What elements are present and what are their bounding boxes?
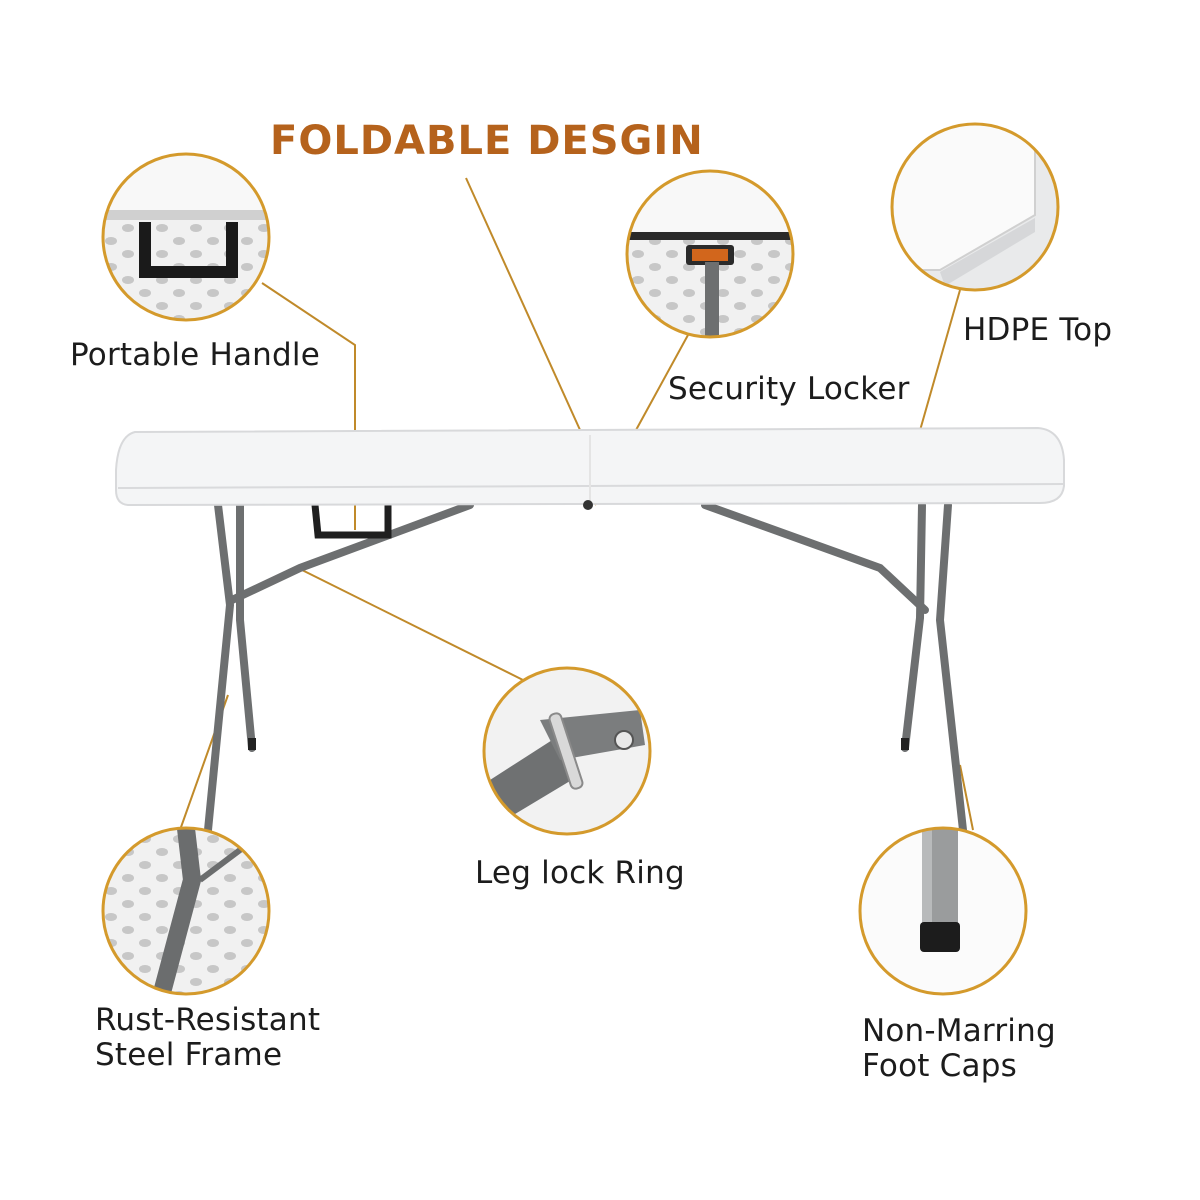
portable-handle: [311, 504, 392, 539]
foot-caps: [248, 738, 909, 750]
ring-detail-circle: [482, 666, 652, 836]
handle-detail-circle: [101, 152, 271, 322]
table-frame: [204, 501, 967, 834]
label-portable-handle: Portable Handle: [70, 337, 320, 373]
corner-detail-circle: [890, 122, 1060, 292]
label-security-locker: Security Locker: [668, 371, 910, 407]
title: FOLDABLE DESGIN: [270, 118, 704, 164]
label-hdpe-top: HDPE Top: [963, 312, 1113, 348]
frame-detail-circle: [101, 826, 271, 996]
label-steel-frame: Steel Frame: [95, 1037, 283, 1073]
foot-cap-detail-circle: [858, 826, 1028, 996]
label-rust-resistant: Rust-Resistant: [95, 1002, 321, 1038]
label-foot-caps: Foot Caps: [862, 1048, 1017, 1084]
label-non-marring: Non-Marring: [862, 1013, 1056, 1049]
label-leg-lock-ring: Leg lock Ring: [475, 855, 685, 891]
lock-detail-circle: [625, 169, 795, 339]
